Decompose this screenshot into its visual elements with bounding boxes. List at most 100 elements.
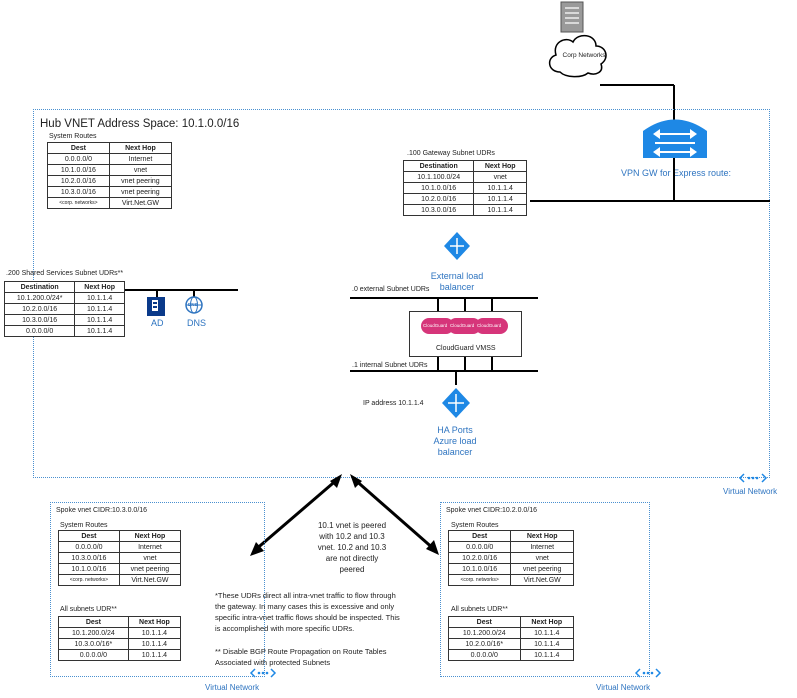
system-routes-title: System Routes xyxy=(49,133,97,140)
ext-link-2 xyxy=(464,297,466,311)
ad-label: AD xyxy=(151,318,164,328)
footnote-3: specific intra-vnet traffic flows should… xyxy=(215,613,400,622)
corp-networks-label: Corp Networks xyxy=(562,52,606,59)
footnote-4: is accomplished with more specific UDRs. xyxy=(215,624,355,633)
cloudguard-label: CloudGuard VMSS xyxy=(436,345,496,352)
dns-label: DNS xyxy=(187,318,207,328)
cloudguard-badge-1: CloudGuard xyxy=(423,323,448,328)
footnote-1: *These UDRs direct all intra-vnet traffi… xyxy=(215,591,396,600)
table-cell: Virt.Net.GW xyxy=(510,574,574,586)
arrow-to-spoke3 xyxy=(253,476,340,553)
arrow-head-spoke2 xyxy=(426,540,439,555)
spoke2-udr-title: All subnets UDR** xyxy=(451,606,508,613)
ha-lb-label-1: HA Ports xyxy=(437,425,473,435)
spoke3-title: Spoke vnet CIDR:10.3.0.0/16 xyxy=(56,507,148,514)
cloudguard-badge-2: CloudGuard xyxy=(450,323,475,328)
spoke3-vnet-badge: Virtual Network xyxy=(205,683,260,692)
table-cell: 0.0.0.0/0 xyxy=(448,649,521,661)
table-cell: Virt.Net.GW xyxy=(118,574,182,586)
table-cell: 10.1.1.4 xyxy=(519,649,575,661)
spoke3-sys-title: System Routes xyxy=(60,522,108,529)
peering-note-4: are not directly xyxy=(325,554,379,563)
arrow-head-spoke3 xyxy=(250,542,264,556)
int-link-3 xyxy=(491,357,493,370)
footnote-2: the gateway. In many cases this is exces… xyxy=(215,602,395,611)
ha-lb-label-2: Azure load xyxy=(433,436,477,446)
gateway-udrs-title: .100 Gateway Subnet UDRs xyxy=(407,150,495,157)
peering-note-1: 10.1 vnet is peered xyxy=(317,521,387,530)
internal-subnet-line xyxy=(350,370,538,372)
footnote-5: ** Disable BGP Route Propagation on Rout… xyxy=(215,647,387,656)
table-cell: 10.3.0.0/16 xyxy=(402,204,475,216)
external-lb-label-2: balancer xyxy=(439,282,475,292)
shared-subnet-line xyxy=(125,289,238,291)
gateway-subnet-line xyxy=(530,200,770,202)
table-cell: 10.1.1.4 xyxy=(74,325,125,337)
arrow-to-spoke2 xyxy=(352,476,436,552)
footnote-6: Associated with protected Subnets xyxy=(215,658,331,667)
int-link-2 xyxy=(464,357,466,370)
table-header-cell: Dest xyxy=(447,530,512,542)
external-subnet-line xyxy=(350,297,538,299)
hub-title: Hub VNET Address Space: 10.1.0.0/16 xyxy=(40,118,240,130)
cloudguard-instance-1 xyxy=(421,318,454,334)
internal-subnet-label: .1 internal Subnet UDRs xyxy=(352,362,428,369)
dns-icon-text: DNS xyxy=(188,302,198,307)
corp-vpn-link xyxy=(673,85,675,127)
spoke3-udr-title: All subnets UDR** xyxy=(60,606,117,613)
shared-udrs-title: .200 Shared Services Subnet UDRs** xyxy=(6,270,124,277)
table-row: <corp. networks>Virt.Net.GW xyxy=(58,574,182,586)
spoke3-vnet-box xyxy=(50,502,265,677)
cloudguard-badge-3: CloudGuard xyxy=(477,323,502,328)
external-lb-label-1: External load xyxy=(430,271,484,281)
table-cell: 10.1.1.4 xyxy=(127,649,182,661)
dns-link xyxy=(193,289,195,297)
table-row: <corp. networks>Virt.Net.GW xyxy=(447,574,574,586)
corp-link-top xyxy=(600,84,674,86)
table-cell: 10.1.1.4 xyxy=(473,204,527,216)
arrow-head-hub-right xyxy=(350,474,362,488)
spoke2-title: Spoke vnet CIDR:10.2.0.0/16 xyxy=(446,507,538,514)
ha-lb-label-3: balancer xyxy=(437,447,473,457)
hub-vnet-badge: Virtual Network xyxy=(723,487,778,496)
external-subnet-label: .0 external Subnet UDRs xyxy=(352,286,430,293)
ip-address-label: IP address 10.1.1.4 xyxy=(363,400,424,407)
spoke2-vnet-badge: Virtual Network xyxy=(596,683,651,692)
ha-lb-link xyxy=(455,370,457,385)
table-cell: Virt.Net.GW xyxy=(108,197,173,209)
spoke2-sys-title: System Routes xyxy=(451,522,499,529)
ext-link-3 xyxy=(491,297,493,311)
vpn-gateway-label: VPN GW for Express route: xyxy=(621,168,732,178)
table-cell: <corp. networks> xyxy=(447,574,512,586)
table-row: 10.1.200.0/24*10.1.1.4 xyxy=(3,292,125,304)
